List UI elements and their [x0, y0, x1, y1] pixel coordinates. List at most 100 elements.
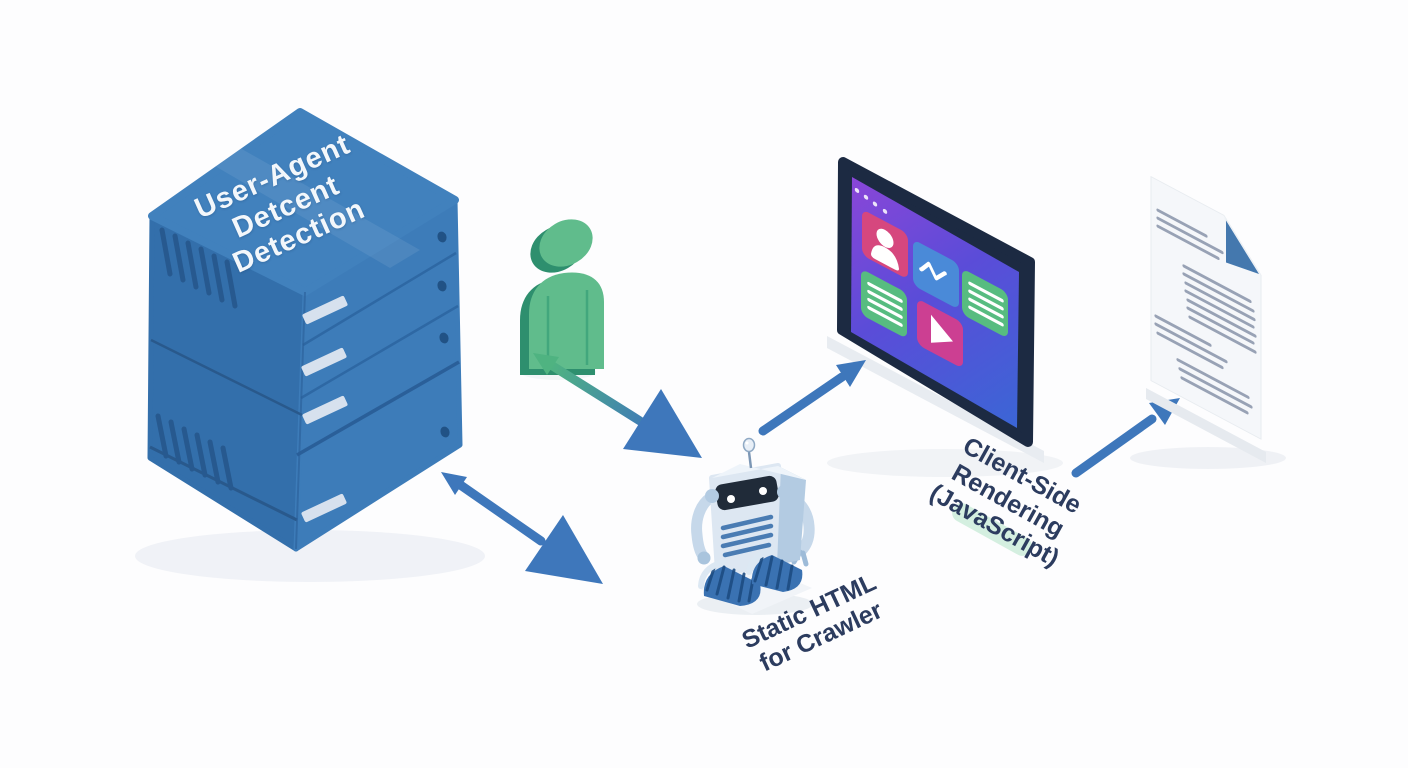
chest-stripe	[720, 514, 774, 531]
arrow-crawler-monitor	[758, 360, 866, 436]
document	[1146, 175, 1266, 463]
server-dot	[437, 280, 447, 292]
robot-antenna-bulb	[742, 437, 756, 453]
right-tread-fender	[746, 548, 774, 575]
tread-stripe	[753, 556, 764, 583]
document-base	[1146, 388, 1266, 463]
document-text-line	[1186, 298, 1257, 338]
text-line	[867, 305, 903, 327]
document-text-line	[1188, 315, 1257, 354]
tread-stripe	[737, 572, 746, 603]
robot-antenna-shine	[745, 441, 749, 445]
tread-stripe	[775, 559, 784, 590]
arrow-user-crawler	[533, 353, 702, 458]
text-line	[968, 305, 1004, 327]
robot-left-tread	[703, 566, 761, 606]
document-text-line	[1184, 281, 1256, 322]
server-slot	[301, 347, 347, 377]
server-slot	[301, 493, 347, 523]
chest-stripe	[720, 532, 774, 549]
server-shadow	[135, 530, 485, 582]
tread-stripe	[715, 565, 726, 596]
left-tread-fender	[698, 559, 726, 589]
robot-right-shoulder	[777, 485, 791, 499]
robot-left-shoulder	[705, 489, 719, 503]
server-slot	[302, 295, 348, 325]
arrow-head-blue-large	[623, 389, 702, 458]
left-tread-stripes	[705, 565, 755, 603]
arrow-head-small	[441, 472, 467, 495]
document-text-line	[1154, 314, 1212, 347]
document-text-line	[1156, 331, 1224, 370]
user-figure	[520, 219, 604, 375]
document-text-line	[1156, 208, 1208, 238]
server-front-edge	[295, 291, 306, 550]
vent-line	[207, 439, 221, 485]
wave-dot	[919, 267, 923, 272]
window-dot	[882, 208, 888, 214]
monitor-shadow	[827, 449, 1063, 477]
tread-stripe	[726, 568, 736, 600]
wave-dot	[943, 271, 947, 276]
vent-line	[185, 240, 199, 290]
tread-stripe	[764, 555, 774, 587]
right-tread-stripes	[753, 555, 794, 591]
arrow-server-crawler	[441, 472, 603, 584]
arrow-head-green	[533, 353, 559, 375]
server-seam	[149, 445, 298, 522]
document-text-line	[1156, 224, 1220, 261]
text-line	[968, 289, 1004, 311]
text-line	[867, 281, 903, 303]
arrow-shaft	[454, 479, 546, 546]
robot-eye-right	[759, 487, 767, 495]
wave-line	[920, 261, 946, 281]
document-text-line	[1182, 272, 1255, 313]
play-icon	[931, 314, 953, 343]
robot-antenna-stem	[747, 451, 753, 469]
user-icon-shoulders	[871, 245, 899, 271]
window-dot	[872, 201, 878, 207]
text-lines-icon	[867, 281, 903, 327]
document-text-line	[1182, 264, 1252, 304]
server-seam	[300, 304, 459, 400]
document-text-line	[1176, 358, 1250, 399]
screen-content	[854, 187, 1008, 367]
user-figure-front	[529, 219, 604, 369]
vent-line	[172, 233, 186, 283]
crawler-robot	[691, 437, 815, 614]
vent-line	[181, 426, 195, 472]
text-line	[867, 289, 903, 311]
wave-icon	[919, 261, 947, 281]
text-line	[867, 297, 903, 319]
text-tile-right	[962, 271, 1008, 336]
server-slots	[301, 295, 348, 523]
browser-screen	[827, 157, 1044, 463]
arrow-head-large	[525, 515, 603, 584]
window-dot	[854, 187, 860, 193]
server	[147, 108, 463, 552]
document-paper-group	[1150, 175, 1262, 440]
user-icon-head	[876, 228, 894, 248]
user-head	[539, 219, 593, 267]
chest-stripe	[722, 542, 772, 558]
server-vents-top	[159, 227, 238, 309]
vent-line	[155, 413, 169, 459]
document-text-line	[1178, 367, 1253, 409]
window-dot	[863, 194, 869, 200]
server-dots	[437, 231, 450, 438]
arrow-head	[836, 360, 866, 387]
server-dot	[437, 231, 447, 243]
server-seam	[302, 251, 457, 347]
document-text-line	[1156, 216, 1224, 255]
vent-line	[159, 227, 173, 277]
arrow-shaft	[1071, 414, 1157, 478]
server-top-sheen	[215, 148, 420, 268]
robot-left-hand	[697, 551, 711, 565]
vent-line	[168, 419, 182, 465]
server-vents-bottom	[155, 413, 234, 491]
document-text-line	[1184, 289, 1255, 329]
vent-line	[211, 253, 225, 303]
document-text-line	[1180, 376, 1249, 415]
